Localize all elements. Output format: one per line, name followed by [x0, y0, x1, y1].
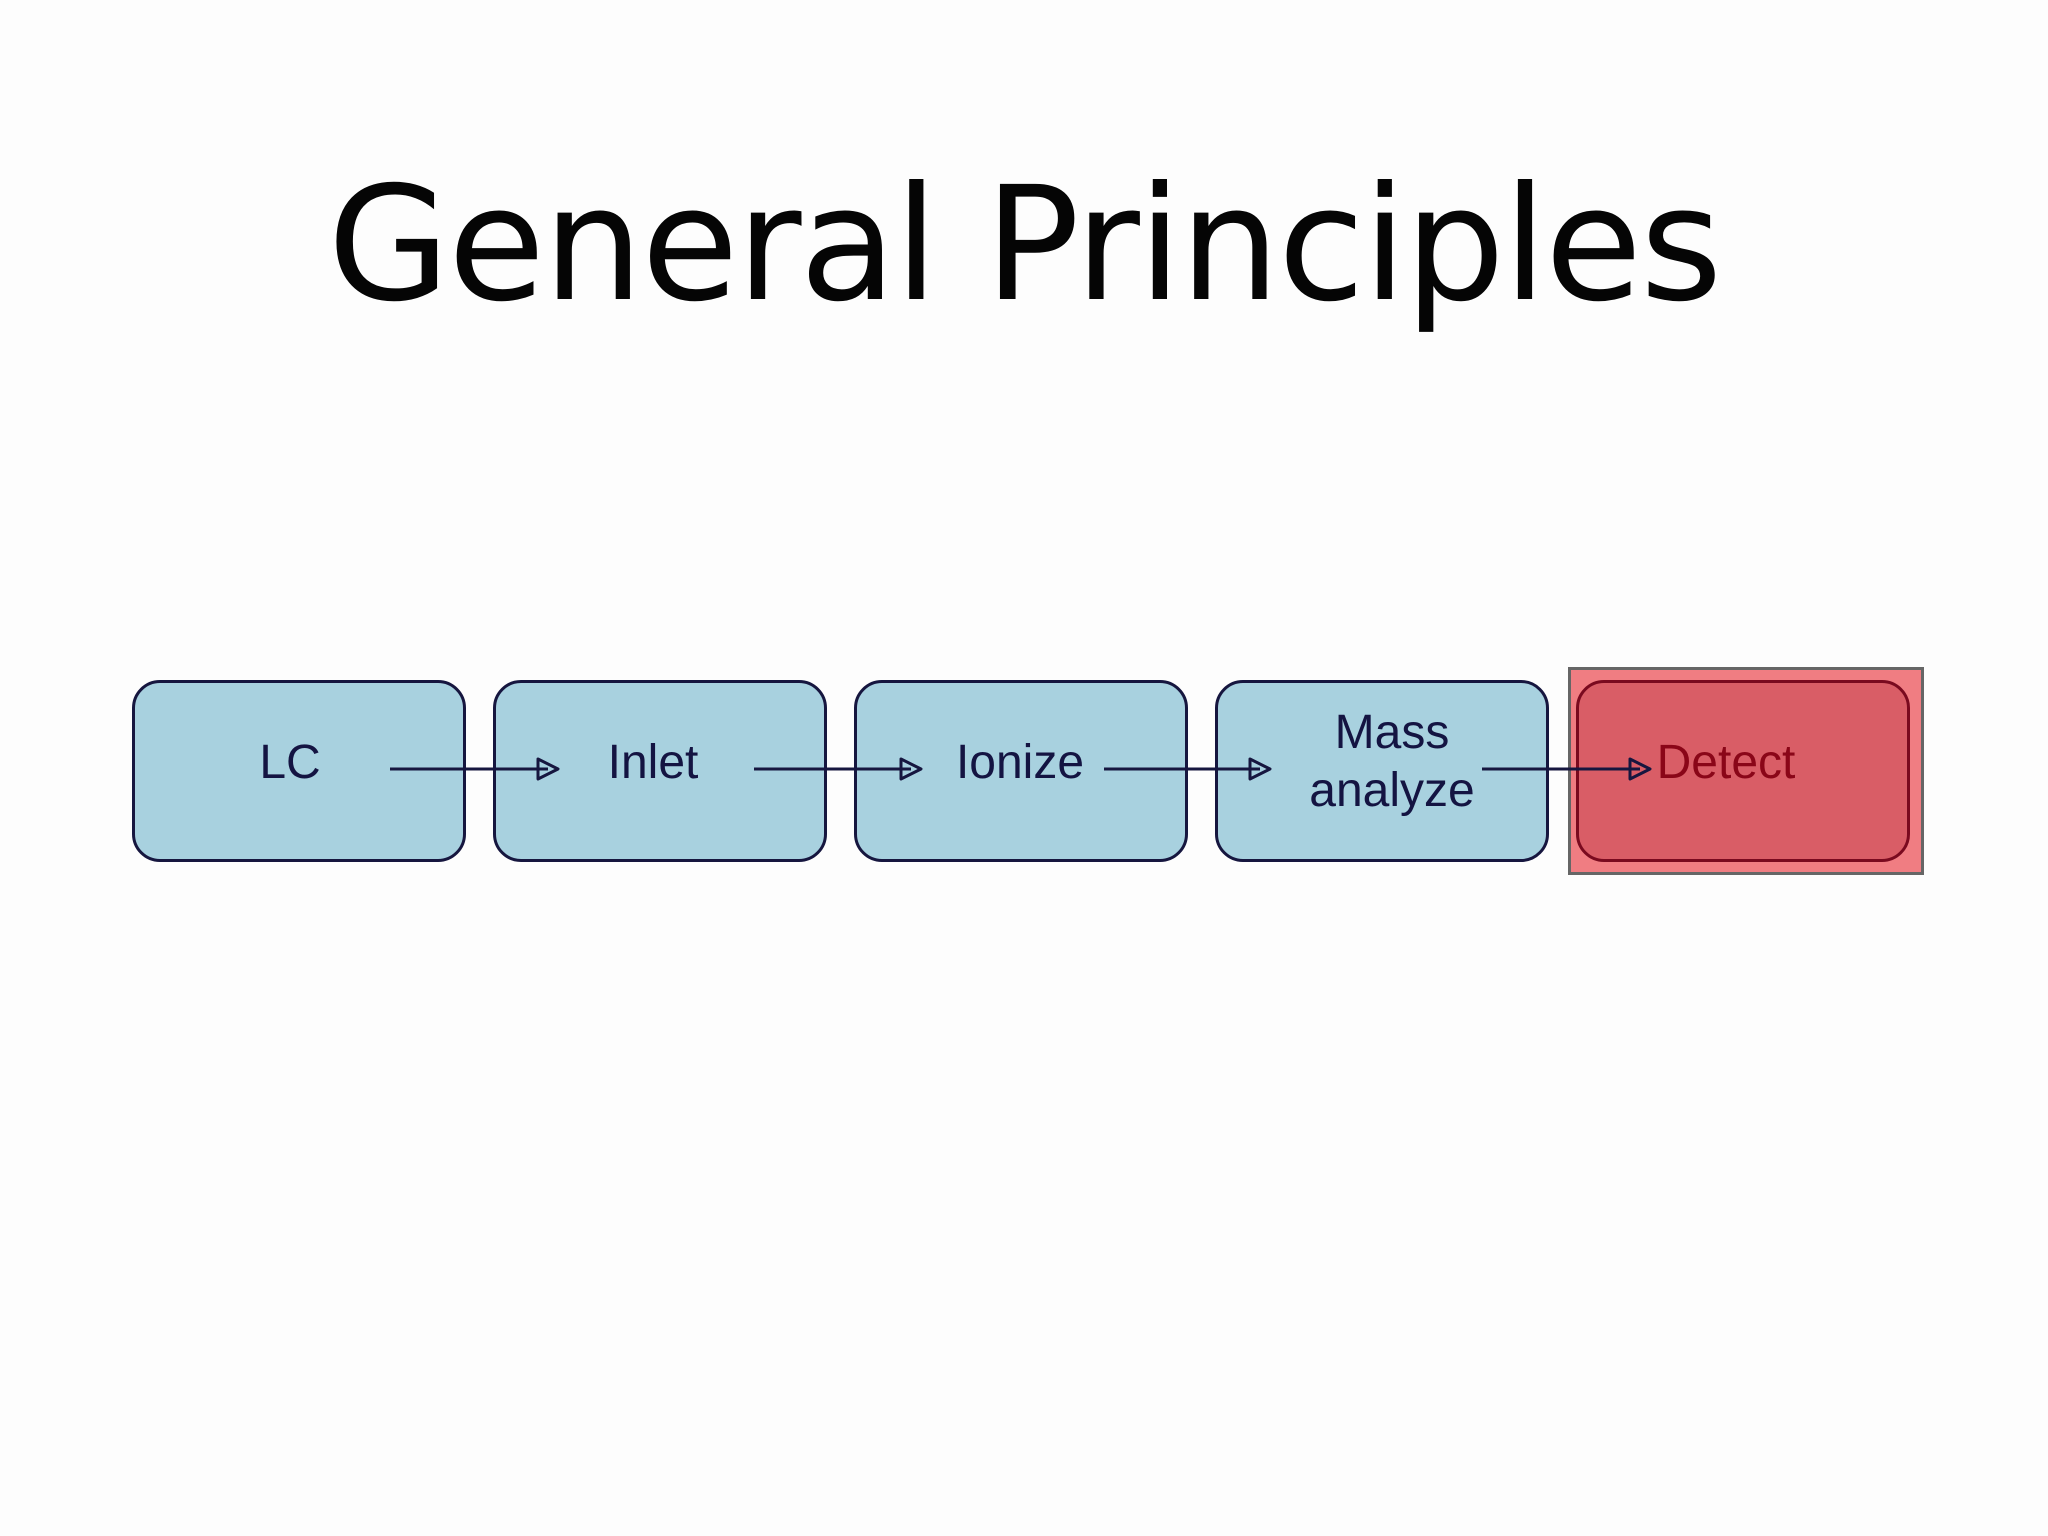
stage-box-lc [132, 680, 466, 862]
slide-title: General Principles [327, 153, 1723, 337]
stage-label-inlet: Inlet [607, 736, 699, 789]
stage-label-analyze: analyze [1309, 764, 1475, 817]
stage-label-ionize: Ionize [955, 736, 1085, 789]
stage-label-lc: LC [259, 736, 321, 789]
stage-label-mass: Mass [1334, 706, 1450, 759]
stage-label-detect: Detect [1656, 736, 1796, 789]
stage-box-detect [1576, 680, 1910, 862]
